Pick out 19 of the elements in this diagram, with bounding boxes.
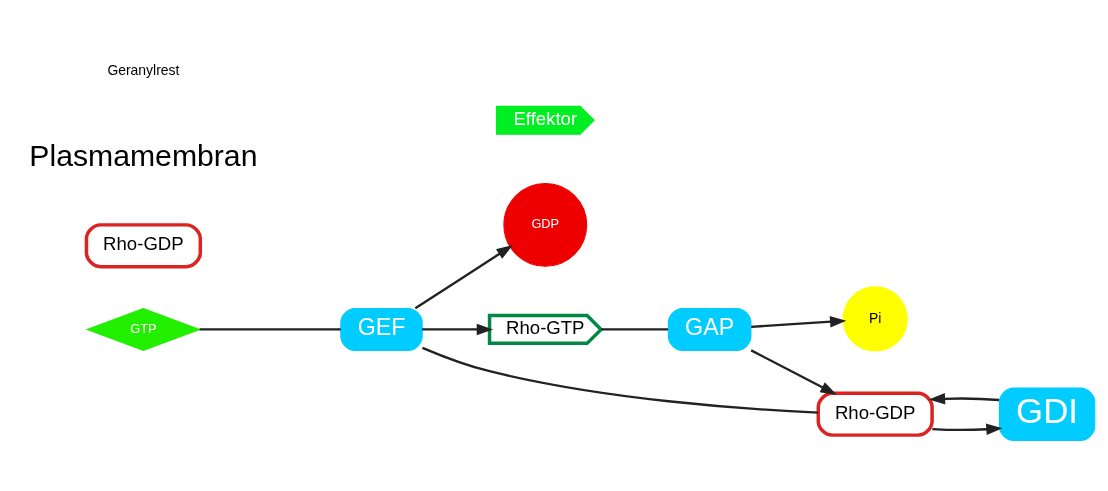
arrow [751,316,847,328]
arrow [750,349,837,395]
arrow [932,423,1003,435]
label: Geranylrest [107,62,180,79]
arrow [422,323,493,336]
label: Plasmamembran [29,138,258,172]
node-circle: GDP [503,182,588,267]
node-box: GEF [340,307,423,351]
arrow [928,393,1000,405]
node-diamond: GTP [85,307,202,351]
connector [199,328,341,331]
node-box: GAP [667,307,752,351]
node-box: Rho-GDP [84,223,203,269]
node-box: Rho-GDP [816,391,934,437]
arrow [414,245,513,310]
node-circle: Pi [842,286,908,352]
connector [422,346,819,414]
node-box: GDI [998,387,1096,441]
connector [601,328,669,331]
